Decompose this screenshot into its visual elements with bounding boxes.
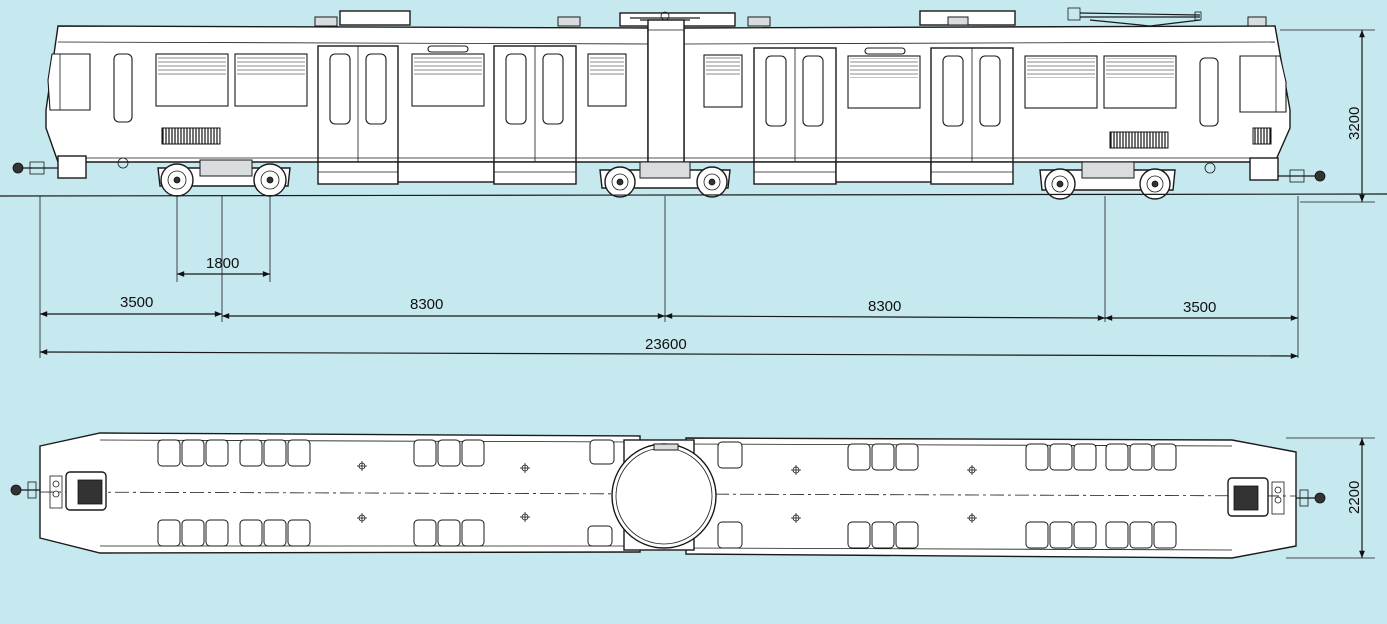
dim-width: 2200 bbox=[1346, 481, 1363, 514]
coupler-right bbox=[1204, 157, 1326, 183]
cab-left bbox=[10, 471, 107, 511]
bogie-center bbox=[599, 161, 731, 198]
plan-view: 2200 bbox=[10, 432, 1375, 559]
rail-line bbox=[0, 193, 1387, 197]
cab-window-left bbox=[47, 53, 91, 111]
passenger-windows bbox=[155, 53, 1177, 109]
seats-lower bbox=[157, 519, 1177, 549]
side-view: 3200 1800 3500 8300 8300 3500 23600 bbox=[0, 7, 1387, 359]
stanchion-markers bbox=[357, 461, 977, 523]
pantograph bbox=[1067, 7, 1202, 27]
plan-outline-right bbox=[685, 437, 1297, 559]
dim-overhang-left: 3500 bbox=[120, 294, 153, 311]
seats-upper bbox=[157, 439, 1177, 471]
dim-height: 3200 bbox=[1346, 107, 1363, 140]
articulation-turntable bbox=[611, 439, 717, 551]
dim-bogie-spacing-right: 8300 bbox=[868, 298, 901, 315]
bogie-right bbox=[1039, 161, 1176, 200]
cab-window-right bbox=[1239, 55, 1287, 113]
cab-right bbox=[1227, 477, 1326, 517]
dim-total-length: 23600 bbox=[645, 336, 687, 353]
skirts bbox=[58, 157, 1275, 185]
narrow-windows bbox=[113, 53, 1219, 127]
dim-bogie-wheelbase: 1800 bbox=[206, 255, 239, 272]
doors-right-car bbox=[753, 47, 1014, 163]
bogie-left bbox=[157, 159, 291, 197]
coupler-left bbox=[12, 155, 129, 179]
side-dimensions: 3200 1800 3500 8300 8300 3500 23600 bbox=[39, 29, 1375, 359]
articulation-module bbox=[647, 19, 685, 163]
doors-left-car bbox=[317, 45, 577, 163]
dim-bogie-spacing-left: 8300 bbox=[410, 296, 443, 313]
plan-dimensions: 2200 bbox=[1286, 437, 1375, 559]
dim-overhang-right: 3500 bbox=[1183, 299, 1216, 316]
